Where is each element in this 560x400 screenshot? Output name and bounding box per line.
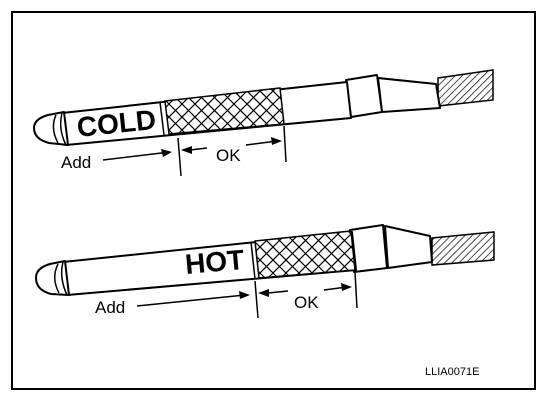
cold-ok-zone (164, 87, 285, 135)
cold-cable-icon (437, 69, 494, 107)
arrow-right-icon (239, 291, 250, 299)
hot-add-label: Add (95, 298, 125, 317)
hot-ok-zone (254, 230, 356, 279)
arrow-right-icon (161, 149, 172, 157)
figure-code: LLIA0071E (425, 366, 479, 378)
cold-collar-cone (377, 77, 441, 113)
arrow-left-icon (258, 289, 269, 297)
arrow-left-icon (181, 146, 192, 154)
arrow-right-icon (271, 137, 282, 145)
hot-cable-icon (431, 231, 495, 266)
hot-ok-label: OK (294, 293, 319, 312)
hot-label: HOT (184, 244, 246, 280)
cold-ok-label: OK (216, 146, 241, 165)
diagram-frame (11, 11, 536, 390)
cold-add-label: Add (61, 153, 91, 172)
hot-dipstick: HOT (35, 224, 495, 296)
cold-tip (33, 111, 69, 146)
hot-collar-cone (384, 225, 433, 269)
hot-measurement: Add OK (95, 271, 358, 319)
arrow-right-icon (341, 283, 352, 291)
cold-measurement: Add OK (61, 125, 287, 177)
hot-tip (35, 260, 70, 296)
cold-ferrule (345, 74, 383, 118)
cold-dipstick: COLD (33, 69, 494, 146)
